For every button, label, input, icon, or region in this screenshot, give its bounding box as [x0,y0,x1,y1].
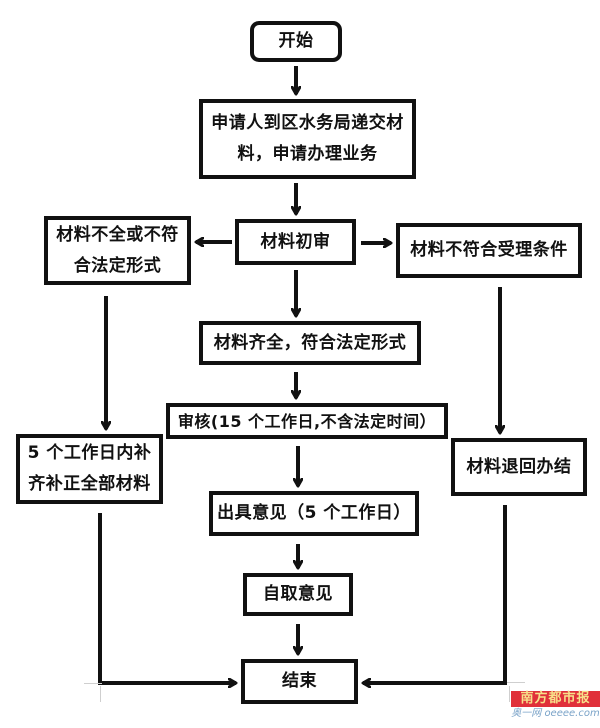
node-label: 5 个工作日内补齐补正全部材料 [28,438,152,500]
supplement-materials-node: 5 个工作日内补齐补正全部材料 [16,434,163,504]
node-label-line: 出具意见（5 个工作日） [217,503,411,523]
initial-review-node: 材料初审 [235,219,356,265]
materials-returned-node: 材料退回办结 [451,438,587,496]
node-label-line: 材料不符合受理条件 [410,240,568,260]
incomplete-materials-node: 材料不全或不符合法定形式 [44,216,191,285]
node-label-line: 材料初审 [260,231,331,252]
node-label: 申请人到区水务局递交材料，申请办理业务 [211,108,404,170]
arrow-returned-to-end [363,505,507,683]
guide-line [507,682,525,683]
node-label: 审核(15 个工作日,不含法定时间） [178,406,436,437]
node-label: 材料不全或不符合法定形式 [56,220,179,282]
node-label-line: 合法定形式 [73,255,162,276]
newspaper-watermark: 南方都市报 奥一网 oeeee.com [511,691,600,721]
review-node: 审核(15 个工作日,不含法定时间） [166,403,448,439]
node-label: 出具意见（5 个工作日） [217,498,411,529]
arrow-supplement-to-end [98,513,236,683]
end-node: 结束 [241,659,358,704]
submit-materials-node: 申请人到区水务局递交材料，申请办理业务 [199,99,416,179]
node-label-line: 开始 [278,31,314,51]
issue-opinion-node: 出具意见（5 个工作日） [209,491,419,536]
node-label-line: 材料齐全，符合法定形式 [213,332,407,353]
node-label-line: 申请人到区水务局递交材 [211,113,404,133]
node-label: 开始 [279,26,314,57]
start-node: 开始 [250,21,342,62]
guide-line [100,686,101,702]
guide-line [84,683,102,684]
node-label-line: 料，申请办理业务 [237,144,378,164]
pickup-opinion-node: 自取意见 [243,573,353,616]
node-label-line: 材料不全或不符 [56,224,179,245]
materials-complete-node: 材料齐全，符合法定形式 [199,321,421,365]
watermark-brand: 南方都市报 [511,691,600,707]
node-label-line: 审核(15 个工作日,不含法定时间） [177,411,437,431]
node-label: 自取意见 [263,579,333,610]
node-label: 材料退回办结 [467,452,572,483]
node-label-line: 材料退回办结 [466,456,572,477]
node-label-line: 结束 [282,671,317,691]
node-label-line: 5 个工作日内补 [27,443,152,463]
not-eligible-node: 材料不符合受理条件 [396,223,582,278]
watermark-site: 奥一网 oeeee.com [511,708,600,719]
guide-line [509,686,510,702]
node-label: 材料不符合受理条件 [410,235,568,266]
node-label-line: 齐补正全部材料 [28,474,151,494]
node-label: 材料初审 [261,227,331,258]
node-label-line: 自取意见 [263,584,333,604]
node-label: 材料齐全，符合法定形式 [214,328,407,359]
node-label: 结束 [282,666,317,697]
